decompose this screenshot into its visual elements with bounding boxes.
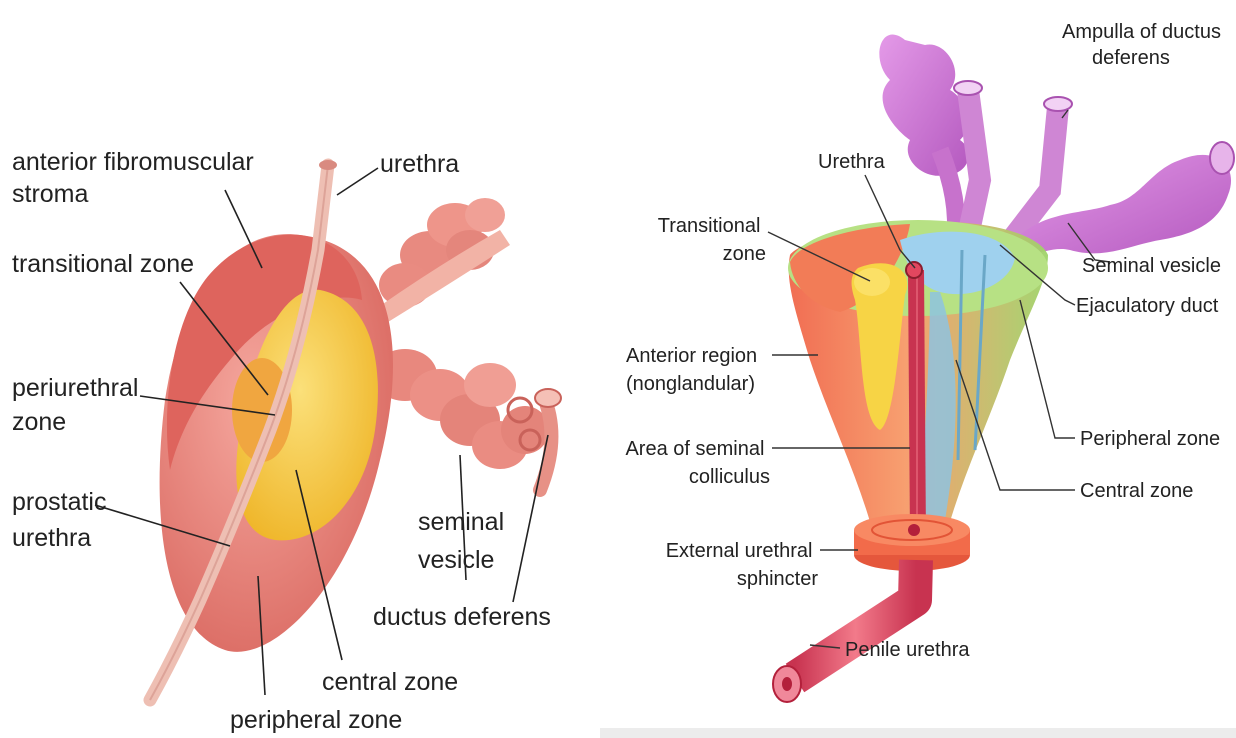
- label-anterior-region: Anterior region (nonglandular): [626, 345, 763, 395]
- label-peripheral-zone-right: Peripheral zone: [1080, 428, 1220, 450]
- label-periurethral-zone: periurethral zone: [12, 374, 145, 436]
- left-urethra-opening: [319, 160, 337, 170]
- right-ampulla-left: [879, 35, 968, 240]
- label-urethra-left: urethra: [380, 150, 459, 178]
- right-prostate-illustration: Ampulla of ductus deferens Urethra Trans…: [600, 21, 1236, 738]
- label-anterior-fibromuscular-stroma: anterior fibromuscular stroma: [12, 148, 261, 208]
- label-urethra-right: Urethra: [818, 151, 886, 173]
- label-transitional-zone-left: transitional zone: [12, 250, 194, 278]
- label-transitional-zone-right: Transitional zone: [658, 215, 766, 265]
- caption-strip: [600, 728, 1236, 738]
- label-penile-urethra: Penile urethra: [845, 639, 970, 661]
- left-seminal-vesicle-lower: [373, 349, 549, 469]
- label-central-zone-right: Central zone: [1080, 480, 1193, 502]
- label-seminal-vesicle-right: Seminal vesicle: [1082, 255, 1221, 277]
- right-urethra-opening: [906, 262, 922, 278]
- label-seminal-colliculus: Area of seminal colliculus: [625, 438, 770, 488]
- label-ejaculatory-duct: Ejaculatory duct: [1076, 295, 1219, 317]
- label-central-zone-left: central zone: [322, 668, 458, 696]
- label-external-urethral-sphincter: External urethral sphincter: [666, 540, 819, 590]
- left-prostate-illustration: anterior fibromuscular stroma urethra tr…: [12, 148, 561, 734]
- label-ampulla: Ampulla of ductus deferens: [1062, 21, 1227, 69]
- label-prostatic-urethra: prostatic urethra: [12, 488, 113, 552]
- label-ductus-deferens: ductus deferens: [373, 603, 551, 631]
- right-urethra-body: [916, 270, 918, 540]
- label-peripheral-zone-left: peripheral zone: [230, 706, 402, 734]
